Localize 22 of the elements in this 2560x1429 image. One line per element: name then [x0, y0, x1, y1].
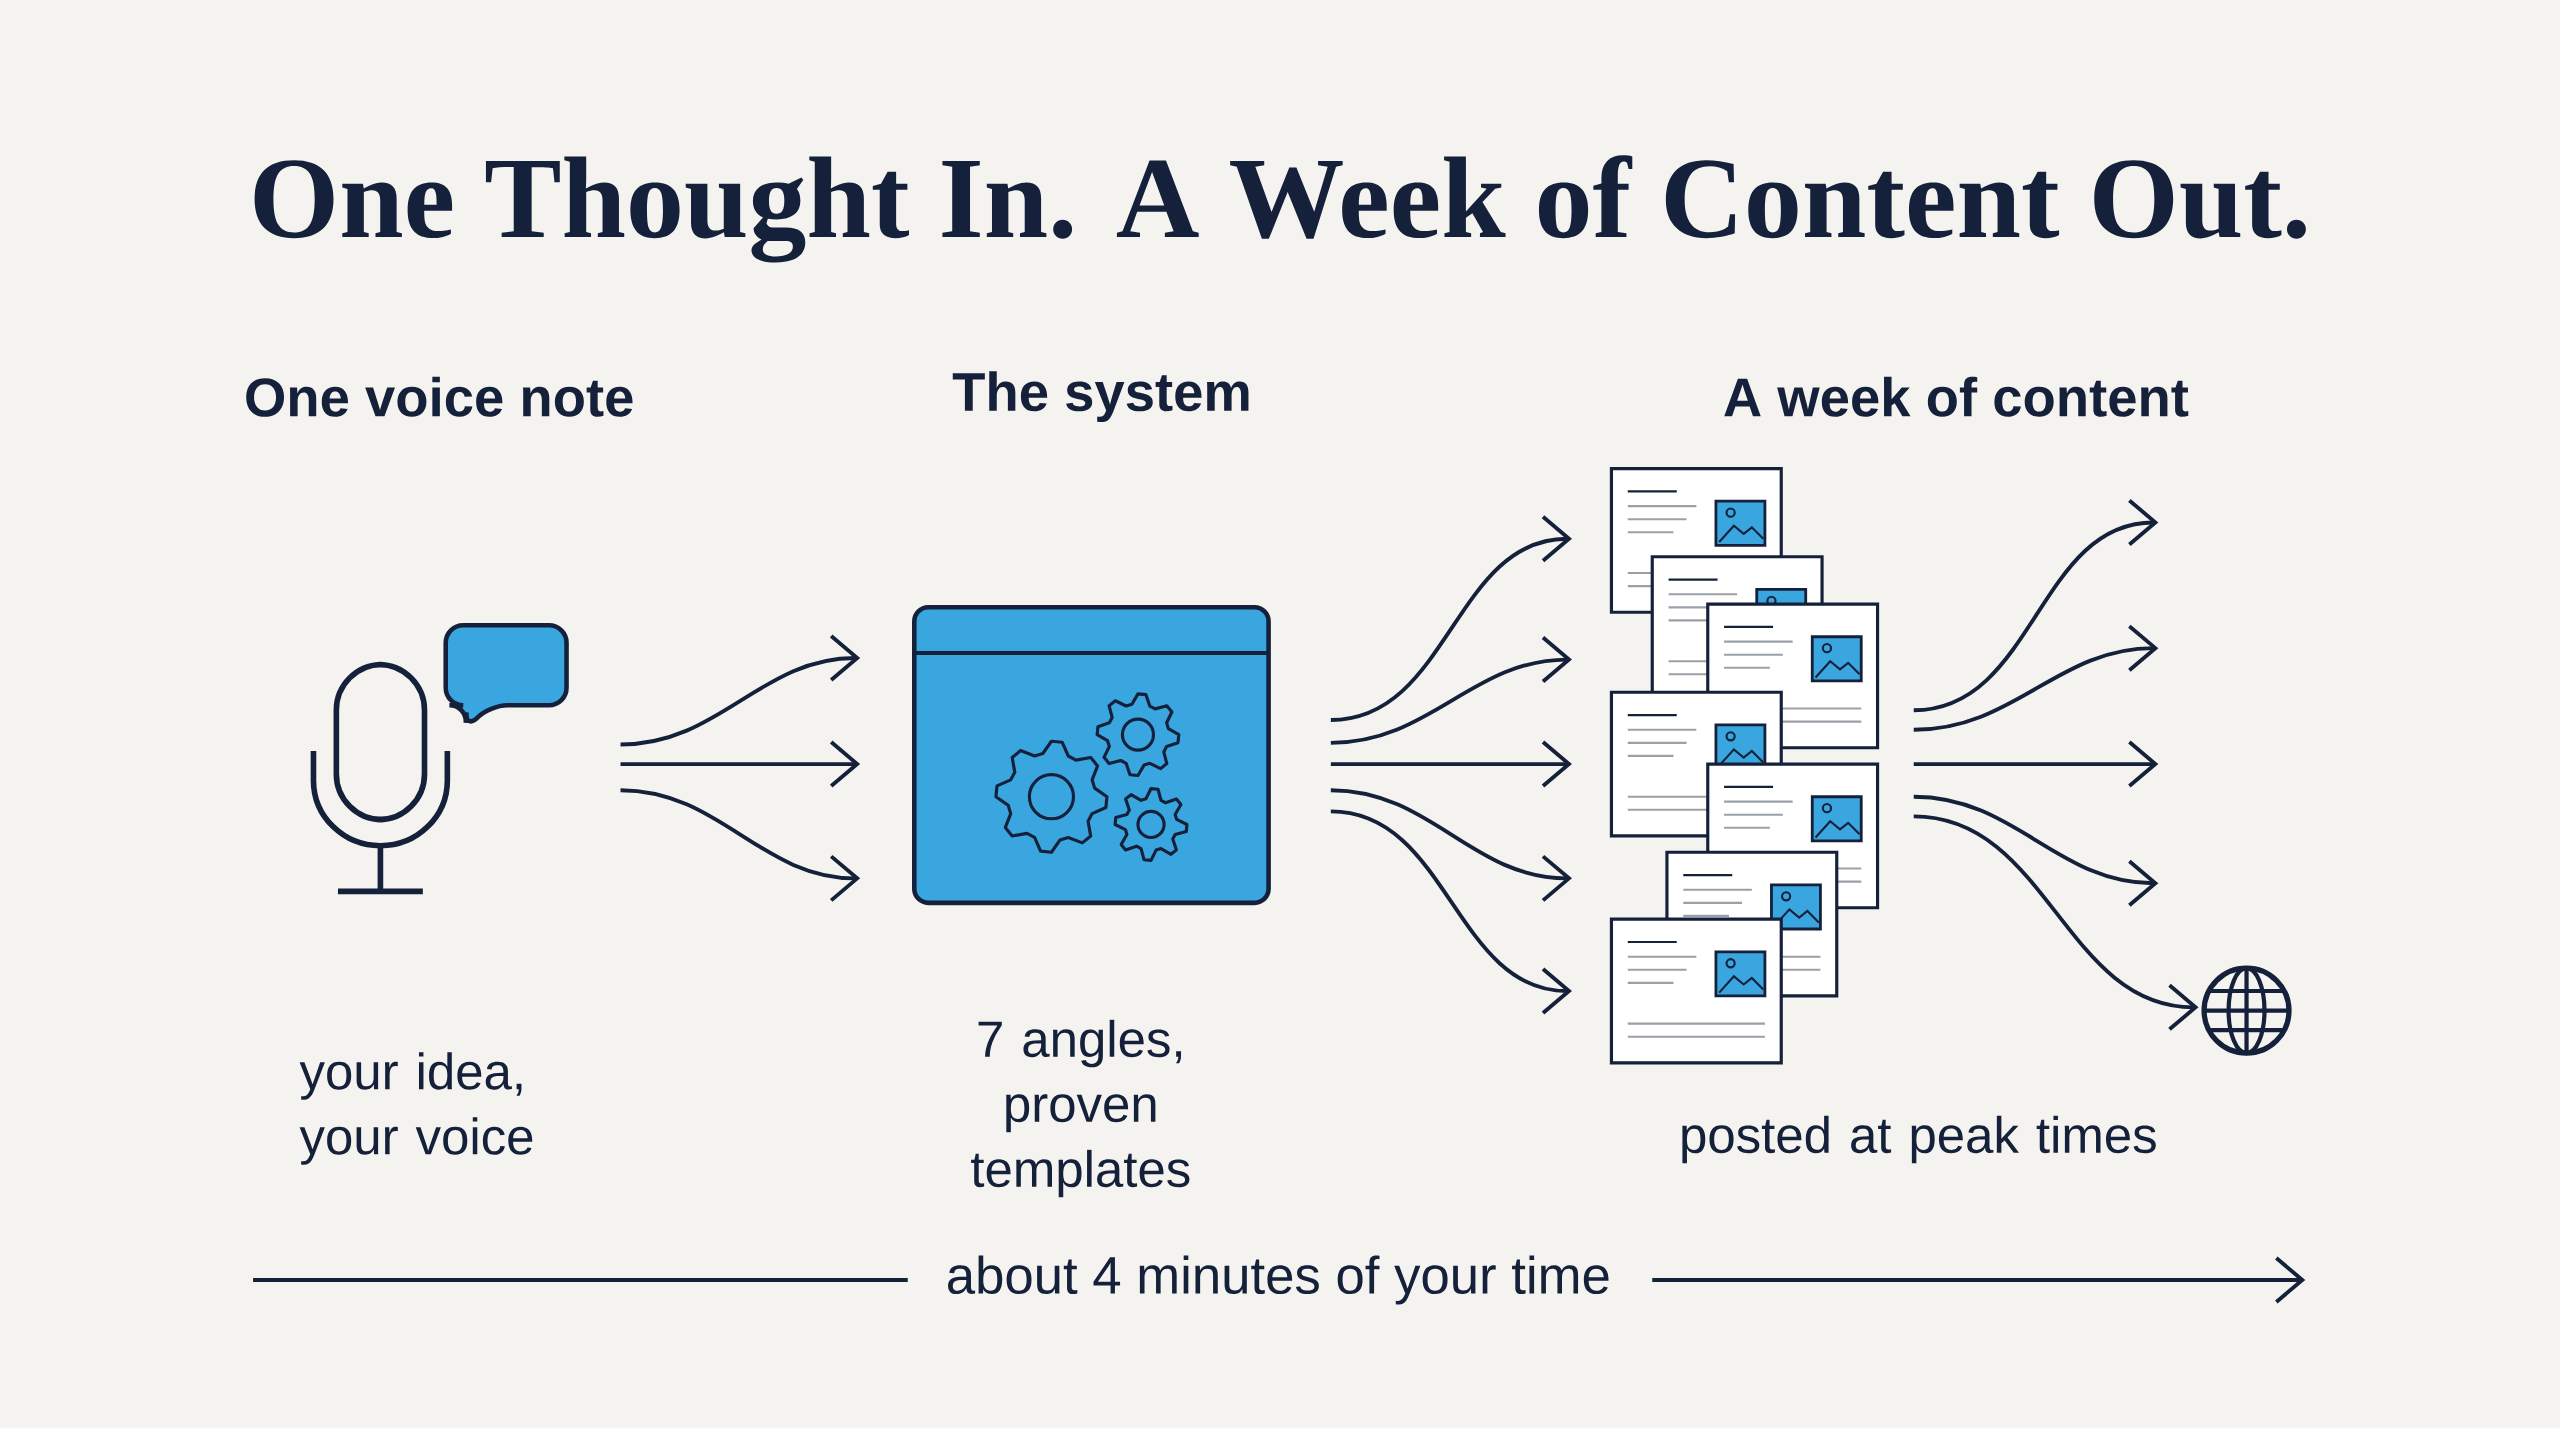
column-heading: One voice note: [246, 376, 633, 417]
arrow: [620, 740, 861, 788]
arrow: [1913, 814, 2199, 1032]
arrow: [1330, 809, 1572, 1015]
arrow: [1913, 740, 2159, 788]
arrow: [1330, 740, 1572, 788]
arrow: [1913, 499, 2159, 713]
description-text: posted at peak times: [1682, 1116, 2156, 1164]
arrow: [1330, 788, 1572, 903]
arrow: [620, 634, 861, 747]
description-text: your idea, your voice: [299, 1052, 533, 1166]
arrow: [1330, 515, 1572, 723]
timeline-label: about 4 minutes of your time: [948, 1255, 1609, 1305]
globe-icon: [2201, 965, 2292, 1056]
arrow: [1330, 636, 1572, 745]
arrow: [1913, 624, 2159, 732]
arrow: [1913, 795, 2159, 907]
arrow: [620, 788, 861, 903]
title: One Thought In. A Week of Content Out.: [254, 155, 2306, 263]
description-text: 7 angles, proven templates: [971, 1020, 1190, 1198]
column-heading: The system: [952, 371, 1249, 423]
column-heading: A week of content: [1724, 376, 2189, 417]
